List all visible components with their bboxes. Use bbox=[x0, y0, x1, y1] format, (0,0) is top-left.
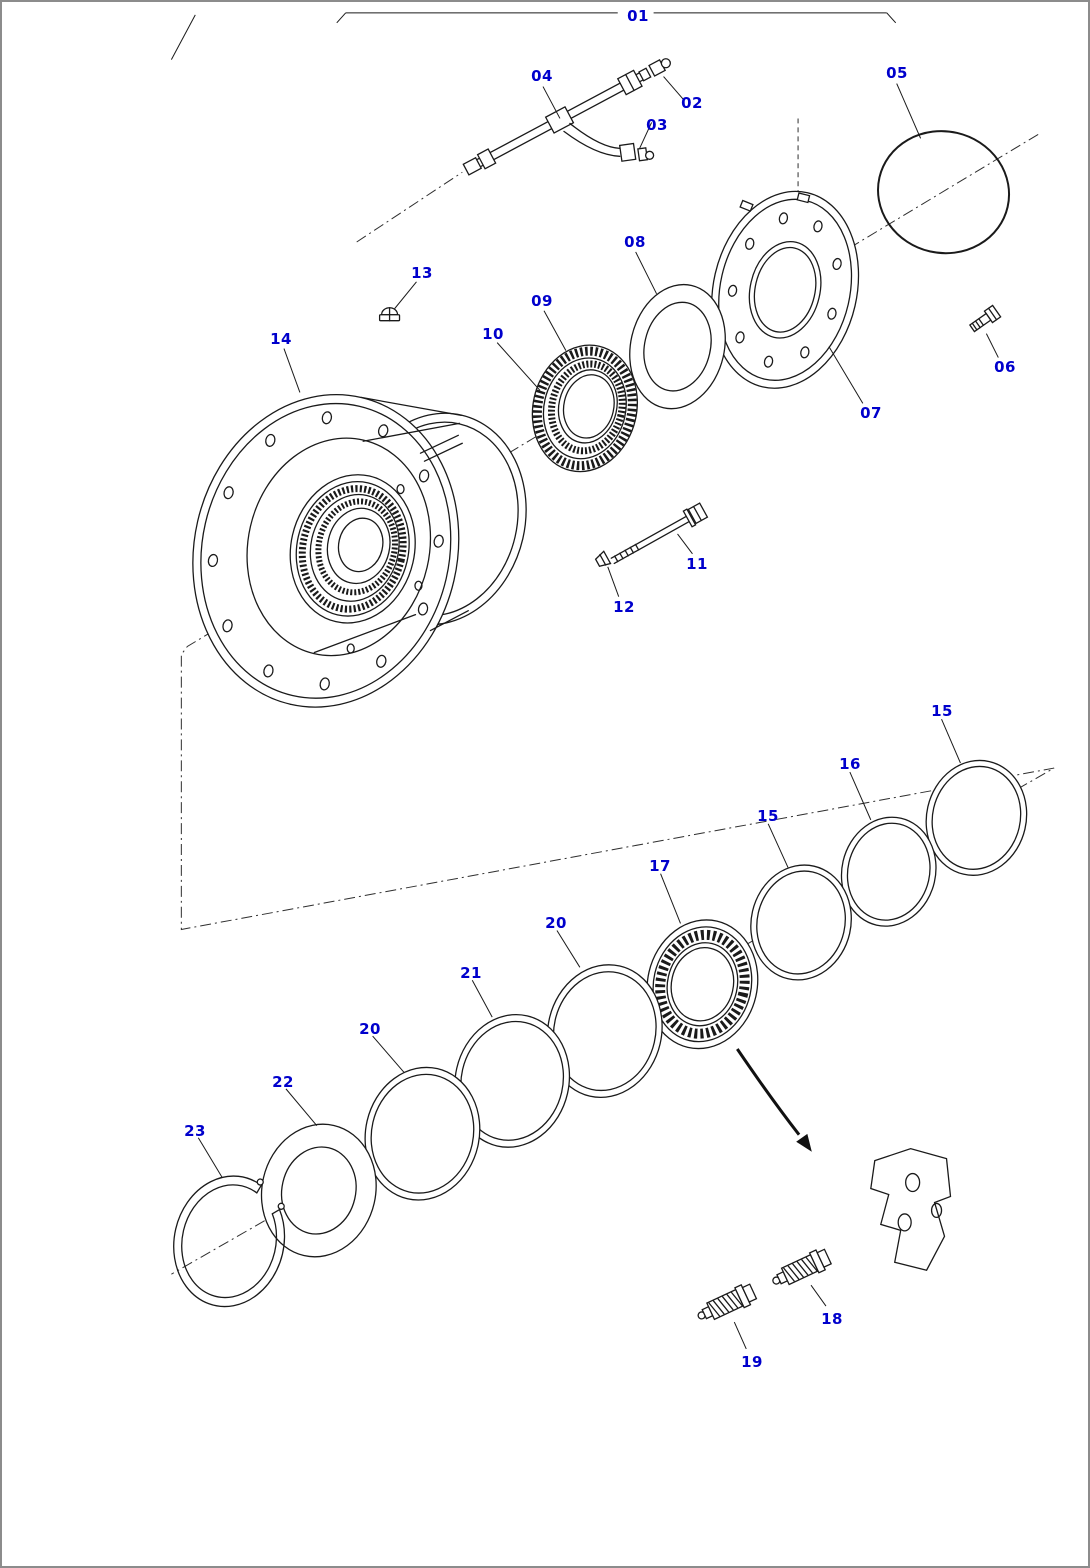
callout-09[interactable]: 09 bbox=[531, 292, 553, 310]
tee-fitting-04 bbox=[544, 106, 575, 134]
ring-15-right bbox=[925, 759, 1028, 876]
leader-lines bbox=[197, 76, 999, 1350]
callout-05[interactable]: 05 bbox=[886, 64, 908, 82]
ring-15-left bbox=[750, 864, 852, 981]
callout-01[interactable]: 01 bbox=[627, 7, 649, 25]
callout-02[interactable]: 02 bbox=[681, 94, 703, 112]
callout-23[interactable]: 23 bbox=[184, 1122, 206, 1140]
group-bracket-01 bbox=[170, 12, 897, 60]
detail-arrow bbox=[736, 1048, 812, 1152]
gear-ring-09-10 bbox=[531, 344, 638, 473]
callout-19[interactable]: 19 bbox=[741, 1353, 763, 1371]
callout-15[interactable]: 15 bbox=[931, 702, 953, 720]
callout-06[interactable]: 06 bbox=[994, 358, 1016, 376]
o-ring-05 bbox=[877, 130, 1011, 255]
hub-housing-14 bbox=[192, 393, 527, 708]
hose-03 bbox=[563, 122, 655, 162]
ring-20-right bbox=[546, 964, 663, 1099]
callout-07[interactable]: 07 bbox=[860, 404, 882, 422]
callout-10[interactable]: 10 bbox=[482, 325, 504, 343]
spring-valve-19 bbox=[697, 1283, 758, 1321]
washer-22 bbox=[260, 1123, 377, 1258]
bearing-17 bbox=[646, 919, 759, 1050]
sleeve-12 bbox=[594, 550, 612, 567]
callout-20-2[interactable]: 20 bbox=[359, 1020, 381, 1038]
callout-11[interactable]: 11 bbox=[686, 555, 708, 573]
callout-15-2[interactable]: 15 bbox=[757, 807, 779, 825]
hub-flange-bolt-holes bbox=[207, 411, 444, 691]
seal-ring-08 bbox=[629, 283, 726, 410]
cap-02 bbox=[648, 58, 671, 77]
ring-16 bbox=[840, 816, 937, 927]
bolt-11 bbox=[610, 502, 709, 565]
housing-section-detail bbox=[870, 1147, 952, 1271]
callout-13[interactable]: 13 bbox=[411, 264, 433, 282]
callout-16[interactable]: 16 bbox=[839, 755, 861, 773]
ring-20-left bbox=[364, 1066, 481, 1201]
grease-line-assembly-01-04 bbox=[462, 58, 671, 176]
ring-21 bbox=[454, 1013, 571, 1148]
callout-18[interactable]: 18 bbox=[821, 1310, 843, 1328]
callout-12[interactable]: 12 bbox=[613, 598, 635, 616]
spring-valve-18 bbox=[772, 1248, 833, 1286]
snap-ring-23 bbox=[173, 1175, 286, 1308]
center-axis-lines bbox=[171, 118, 1055, 1275]
bolt-06 bbox=[968, 304, 1002, 333]
callout-08[interactable]: 08 bbox=[624, 233, 646, 251]
callout-20[interactable]: 20 bbox=[545, 914, 567, 932]
callout-03[interactable]: 03 bbox=[646, 116, 668, 134]
cover-plate-bolt-holes bbox=[727, 212, 842, 368]
callout-22[interactable]: 22 bbox=[272, 1073, 294, 1091]
plug-13 bbox=[378, 307, 401, 322]
callout-17[interactable]: 17 bbox=[649, 857, 671, 875]
callout-21[interactable]: 21 bbox=[460, 964, 482, 982]
callout-14[interactable]: 14 bbox=[270, 330, 292, 348]
callout-04[interactable]: 04 bbox=[531, 67, 553, 85]
cover-plate-07 bbox=[711, 190, 860, 389]
